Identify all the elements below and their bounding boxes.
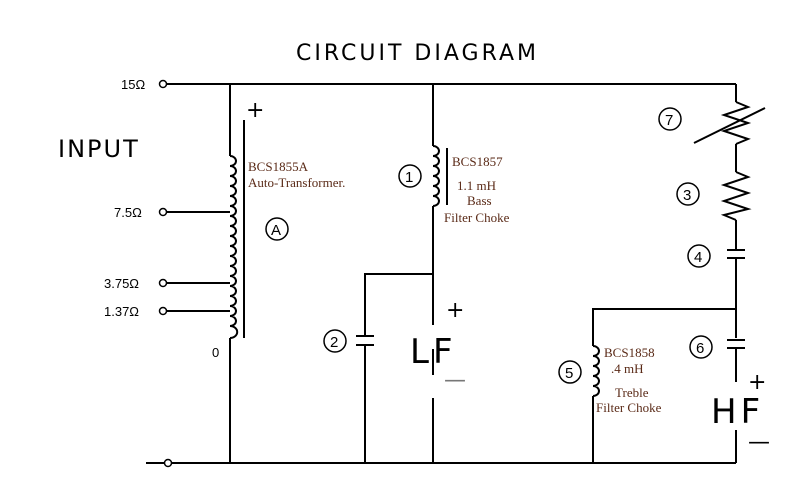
marker-1: 1 [405, 169, 413, 186]
cap2-wire-top [364, 273, 433, 336]
tap-label-7-5: 7.5Ω [114, 205, 142, 220]
bass-choke-line1: Bass [467, 193, 492, 208]
variable-resistor [720, 101, 752, 145]
marker-6: 6 [696, 340, 704, 357]
diagram-title: CIRCUIT DIAGRAM [296, 41, 539, 66]
terminal-15[interactable] [158, 79, 168, 89]
terminal-1-37[interactable] [158, 306, 168, 316]
bass-choke-model: BCS1857 [452, 154, 503, 169]
hf-label: HF [711, 392, 764, 432]
tap-label-15: 15Ω [121, 77, 145, 92]
marker-4: 4 [694, 249, 702, 266]
marker-7-circle [658, 107, 682, 131]
treble-choke-model: BCS1858 [604, 345, 655, 360]
lf-plus: + [446, 298, 464, 323]
terminal-7-5[interactable] [158, 207, 168, 217]
tap-label-1-37: 1.37Ω [104, 304, 139, 319]
tap-label-zero: 0 [212, 345, 219, 360]
marker-a: A [271, 222, 281, 239]
bass-choke-value: 1.1 mH [457, 178, 496, 193]
marker-3: 3 [683, 187, 691, 204]
resistor-3 [720, 171, 752, 221]
marker-5-circle [558, 360, 582, 384]
hf-plus: + [748, 370, 766, 395]
marker-4-circle [687, 244, 711, 268]
bass-choke-coil [432, 145, 440, 207]
marker-2: 2 [330, 334, 338, 351]
bass-choke-line2: Filter Choke [444, 210, 510, 225]
treble-choke-coil [592, 345, 600, 397]
tap-label-3-75: 3.75Ω [104, 276, 139, 291]
terminal-3-75[interactable] [158, 278, 168, 288]
terminal-common[interactable] [163, 458, 173, 468]
transformer-desc: Auto-Transformer. [248, 175, 345, 190]
marker-a-circle [265, 217, 289, 241]
variable-resistor-arrow [693, 107, 766, 144]
transformer-coil [229, 155, 239, 339]
marker-7: 7 [665, 112, 673, 129]
hf-minus: — [748, 430, 770, 455]
input-label: INPUT [58, 135, 140, 163]
treble-wire-top [592, 308, 736, 346]
marker-2-circle [323, 329, 347, 353]
treble-choke-line1: Treble [615, 385, 649, 400]
treble-choke-value: .4 mH [611, 361, 644, 376]
treble-choke-line2: Filter Choke [596, 400, 662, 415]
lf-minus: — [444, 368, 466, 393]
transformer-plus: + [246, 98, 264, 123]
marker-5: 5 [565, 365, 573, 382]
marker-1-circle [398, 164, 422, 188]
transformer-model: BCS1855A [248, 159, 309, 174]
marker-3-circle [676, 182, 700, 206]
lf-label: LF [410, 332, 457, 372]
marker-6-circle [689, 335, 713, 359]
